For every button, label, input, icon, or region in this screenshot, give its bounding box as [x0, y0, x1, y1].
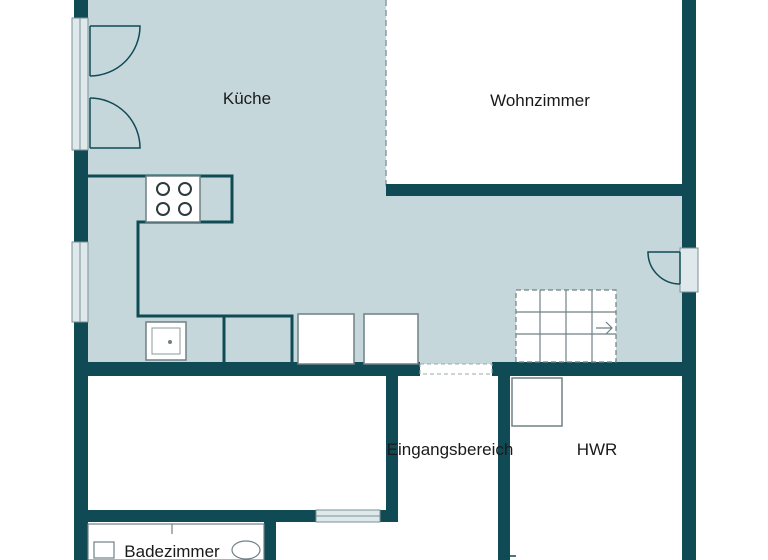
- stove-body: [145, 175, 201, 223]
- living-room-floor: [386, 0, 686, 190]
- bath-toilet: [231, 540, 261, 560]
- bath-sink: [93, 541, 115, 559]
- door-right-swing: [647, 251, 681, 285]
- kitchen-counter: [88, 174, 294, 362]
- wall-middle-horizontal-right: [492, 362, 686, 376]
- door-swings: [89, 25, 681, 557]
- stove-burner-1: [156, 182, 170, 196]
- wall-living-bottom: [386, 184, 686, 196]
- appliance-3: [511, 377, 563, 427]
- wall-right-outer-low: [682, 292, 696, 560]
- door-left-lower-swing: [89, 97, 141, 149]
- room-label-bathroom: Badezimmer: [124, 542, 220, 560]
- stove-burner-3: [156, 202, 170, 216]
- wall-right-outer: [682, 0, 696, 248]
- window-right: [679, 247, 699, 293]
- room-label-living: Wohnzimmer: [490, 91, 590, 110]
- sink-basin: [151, 327, 181, 355]
- wall-lower-room-bottom: [80, 510, 316, 522]
- room-label-entrance: Eingangsbereich: [387, 440, 514, 459]
- bathroom-fixtures: [87, 523, 265, 560]
- wall-room-left-right: [386, 370, 398, 520]
- doorway-entrance: [419, 363, 493, 375]
- counter-outline: [88, 174, 294, 362]
- stove-burner-2: [178, 182, 192, 196]
- wall-bath-right: [264, 520, 276, 560]
- wall-lower-room-bottom-right: [380, 510, 398, 522]
- windows: [71, 17, 699, 523]
- kitchen-sink: [145, 321, 187, 361]
- stairs: [515, 289, 617, 363]
- room-label-utility: HWR: [577, 440, 618, 459]
- wall-middle-horizontal: [80, 362, 420, 376]
- door-left-upper-swing: [89, 25, 141, 77]
- appliance-1: [297, 313, 355, 365]
- room-label-kitchen: Küche: [223, 89, 271, 108]
- wall-left-outer-low: [74, 322, 88, 560]
- appliance-2: [363, 313, 419, 365]
- stove-burner-4: [178, 202, 192, 216]
- stove: [145, 175, 201, 223]
- wall-hwr-left: [498, 370, 510, 560]
- walls: [74, 0, 696, 560]
- stair-arrow: [596, 321, 613, 335]
- appliances: [297, 313, 563, 427]
- wall-left-outer-mid: [74, 150, 88, 242]
- wall-left-outer: [74, 0, 88, 18]
- sink-drain: [168, 340, 172, 344]
